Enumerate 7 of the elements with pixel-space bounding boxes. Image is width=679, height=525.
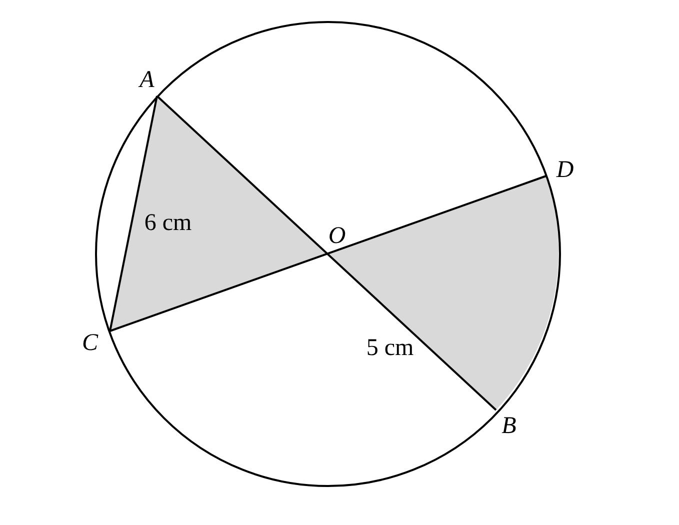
point-label: A bbox=[140, 68, 154, 92]
point-label: D bbox=[556, 158, 574, 182]
length-label: 6 cm bbox=[144, 211, 192, 235]
length-label: 5 cm bbox=[366, 336, 414, 360]
point-label: C bbox=[82, 331, 98, 355]
point-label: O bbox=[328, 224, 346, 248]
point-label: B bbox=[502, 414, 516, 438]
